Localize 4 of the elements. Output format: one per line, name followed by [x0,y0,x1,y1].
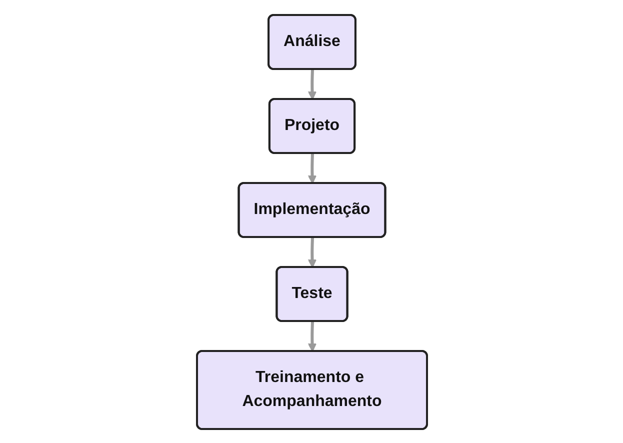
arrow [307,236,316,268]
arrow [307,68,316,100]
arrow [307,320,316,352]
arrow [307,152,316,184]
